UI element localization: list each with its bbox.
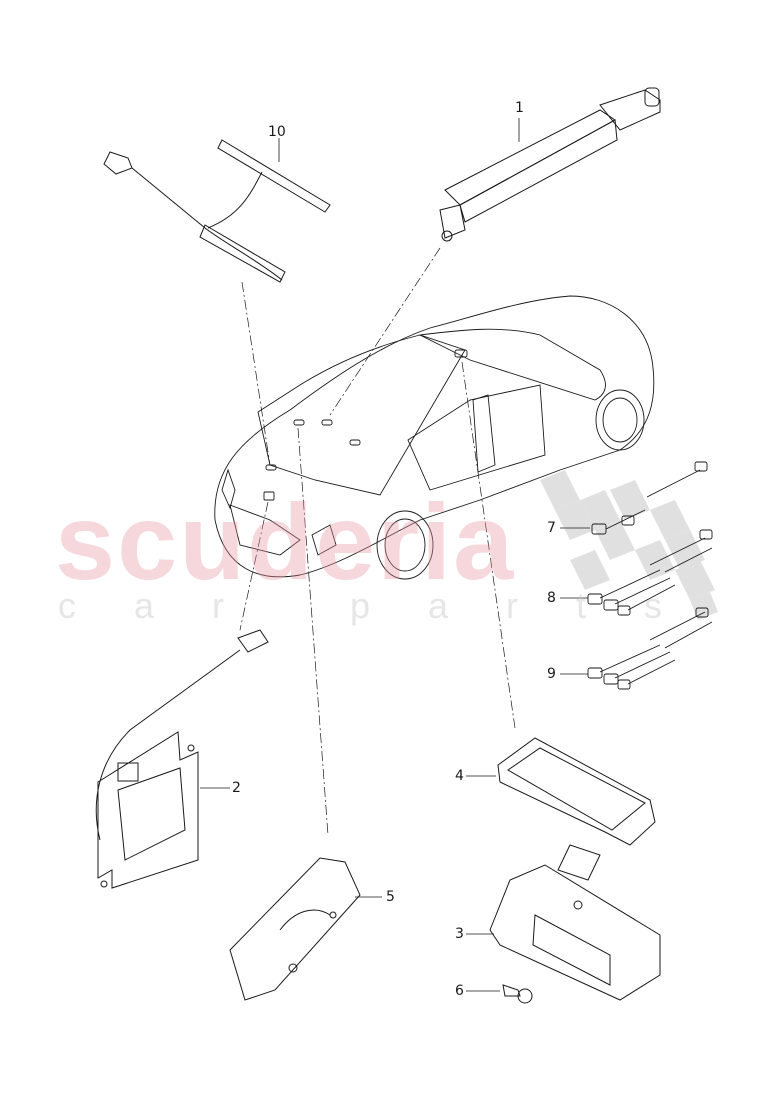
callout-4: 4 <box>455 768 464 784</box>
part-3-housing <box>489 844 661 1001</box>
callout-5: 5 <box>386 889 395 905</box>
callout-8: 8 <box>547 590 556 606</box>
part-6-rivet <box>502 984 533 1004</box>
leader-lines <box>239 247 516 836</box>
checkered-flag-watermark <box>540 460 718 620</box>
part-1-module <box>439 87 661 242</box>
parts-7-9-connector-sets <box>587 461 713 690</box>
callout-2: 2 <box>232 780 241 796</box>
callout-leaders <box>200 118 590 992</box>
part-2-bracket-module <box>95 629 269 889</box>
part-5-bracket <box>229 857 361 1001</box>
callout-10: 10 <box>268 124 286 140</box>
callout-1: 1 <box>515 100 524 116</box>
part-4-cover <box>497 737 656 846</box>
part-10-antenna-strip <box>103 139 331 283</box>
callout-9: 9 <box>547 666 556 682</box>
callout-6: 6 <box>455 983 464 999</box>
callout-3: 3 <box>455 926 464 942</box>
callout-7: 7 <box>547 520 556 536</box>
vehicle-outline <box>214 295 655 580</box>
